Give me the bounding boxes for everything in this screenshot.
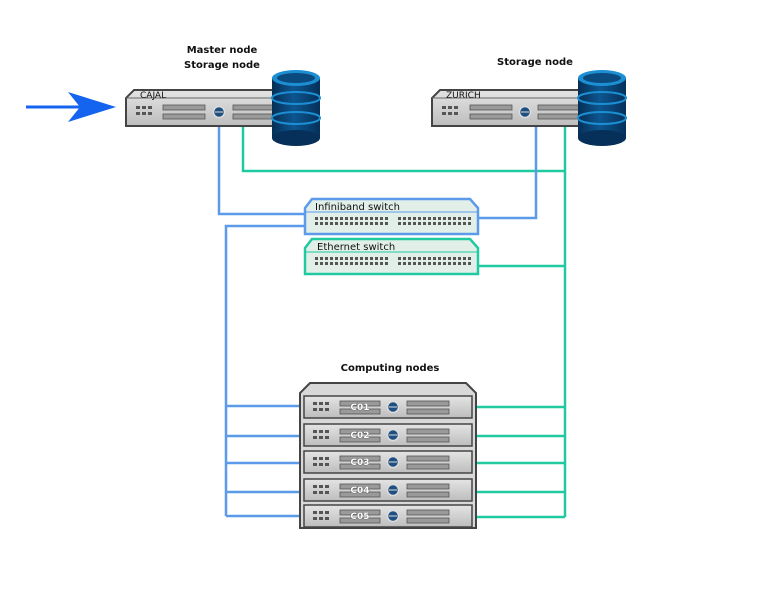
cajal-ethernet-link xyxy=(241,122,565,173)
infiniband-backbone xyxy=(224,224,305,516)
infiniband-switch-label: Infiniband switch xyxy=(315,202,400,213)
zurich-database-icon xyxy=(577,70,627,146)
cajal-database-icon xyxy=(271,70,321,146)
cajal-infiniband-link xyxy=(217,122,305,216)
storage-node-right-label: Storage node xyxy=(497,57,573,68)
zurich-infiniband-link xyxy=(478,122,538,220)
ethernet-links xyxy=(241,122,567,519)
compute-node-label: C02 xyxy=(350,431,369,441)
compute-node-label: C03 xyxy=(350,458,369,468)
compute-node-label: C04 xyxy=(350,486,369,496)
storage-node-left-label: Storage node xyxy=(184,60,260,71)
compute-node-c02: C02 xyxy=(303,423,473,447)
compute-node-c03: C03 xyxy=(303,450,473,474)
cajal-label: CAJAL xyxy=(140,91,166,101)
zurich-label: ZURICH xyxy=(446,91,481,101)
compute-node-c04: C04 xyxy=(303,478,473,502)
infiniband-ports xyxy=(315,217,471,225)
ethernet-ports xyxy=(315,257,471,265)
ethernet-switch: Ethernet switch xyxy=(303,237,480,276)
infiniband-links xyxy=(217,122,538,518)
compute-node-label: C01 xyxy=(350,403,369,413)
ethernet-switch-label: Ethernet switch xyxy=(317,242,395,253)
infiniband-switch: Infiniband switch xyxy=(303,197,480,236)
entry-arrow xyxy=(26,92,116,122)
compute-node-c05: C05 xyxy=(303,504,473,528)
computing-nodes-label: Computing nodes xyxy=(341,363,440,374)
compute-node-label: C05 xyxy=(350,512,369,522)
master-node-label: Master node xyxy=(187,45,258,56)
compute-node-c01: C01 xyxy=(303,395,473,419)
